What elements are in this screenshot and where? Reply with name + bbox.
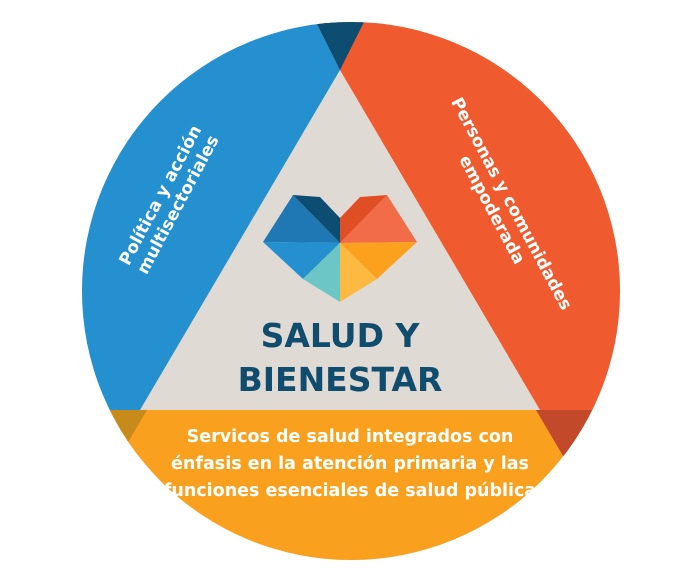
label-services-line1: Servicos de salud integrados con <box>186 427 514 447</box>
label-services: Servicos de salud integrados con énfasis… <box>140 424 560 505</box>
label-services-line3: funciones esenciales de salud pública <box>163 481 537 501</box>
heart-icon <box>263 195 417 302</box>
title-line1: SALUD Y <box>260 316 420 355</box>
title-line2: BIENESTAR <box>237 360 443 399</box>
overlap-right <box>536 410 620 512</box>
label-services-line2: énfasis en la atención primaria y las <box>171 454 529 474</box>
center-title: SALUD Y BIENESTAR <box>190 314 490 402</box>
overlap-left <box>82 410 147 507</box>
overlap-top <box>305 22 375 70</box>
